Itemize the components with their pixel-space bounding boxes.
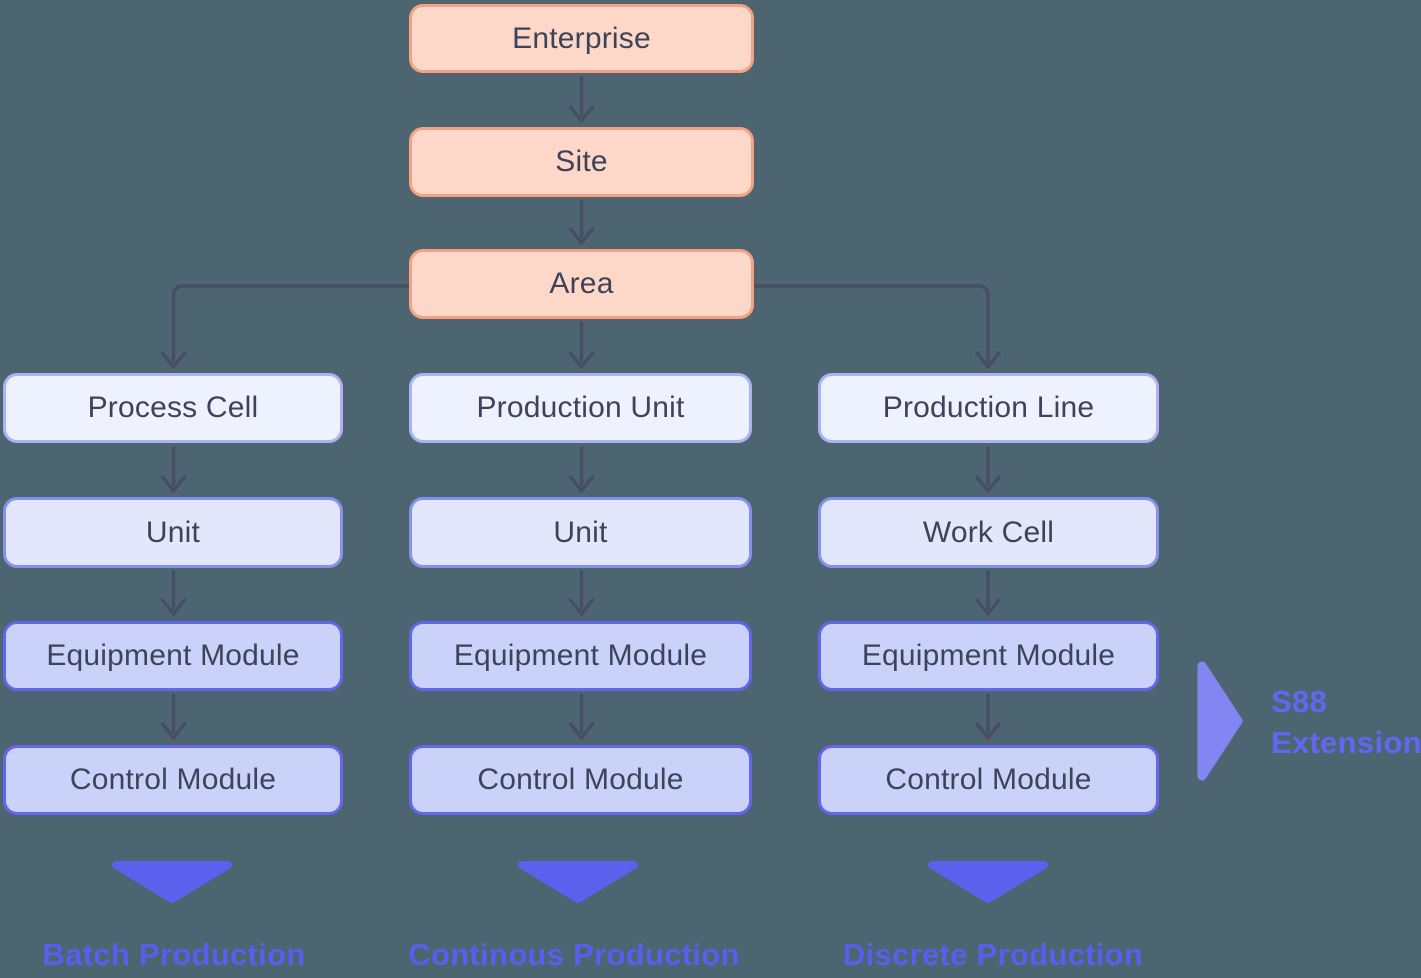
- down-triangle-discrete-icon: [928, 861, 1048, 903]
- arrowhead-work-cell-equipment-icon: [975, 598, 1001, 616]
- node-work-cell: Work Cell: [818, 497, 1159, 568]
- s88-extension-triangle-icon: [1197, 661, 1243, 781]
- footer-label-discrete-production: Discrete Production: [842, 937, 1144, 972]
- node-unit-batch: Unit: [3, 497, 343, 568]
- arrowhead-equipment-control-batch-icon: [160, 722, 187, 740]
- arrowhead-area-production-unit-icon: [568, 351, 595, 369]
- node-equipment-module-discrete: Equipment Module: [818, 621, 1159, 691]
- node-equipment-module-batch-label: Equipment Module: [46, 639, 300, 672]
- node-work-cell-label: Work Cell: [922, 515, 1055, 549]
- arrowhead-production-unit-unit-icon: [568, 475, 595, 493]
- node-enterprise-label: Enterprise: [512, 21, 651, 55]
- node-control-module-continuous: Control Module: [409, 745, 752, 815]
- node-control-module-continuous-label: Control Module: [477, 763, 684, 796]
- node-production-unit: Production Unit: [409, 373, 752, 443]
- node-process-cell: Process Cell: [3, 373, 343, 443]
- elbow-area-production-line: [752, 284, 990, 363]
- node-production-unit-label: Production Unit: [476, 391, 685, 424]
- node-production-line-label: Production Line: [882, 391, 1095, 424]
- s88-extension-label-line1: S88: [1271, 684, 1328, 719]
- node-equipment-module-discrete-label: Equipment Module: [861, 639, 1116, 672]
- node-production-line: Production Line: [818, 373, 1159, 443]
- arrowhead-unit-equipment-continuous-icon: [568, 598, 595, 616]
- node-area: Area: [409, 249, 754, 319]
- arrowhead-equipment-control-continuous-icon: [568, 722, 595, 740]
- node-site-label: Site: [555, 145, 608, 178]
- arrowhead-site-area-icon: [568, 227, 595, 245]
- node-site: Site: [409, 127, 754, 197]
- arrowhead-area-production-line-icon: [975, 351, 1001, 369]
- node-unit-continuous-label: Unit: [553, 515, 608, 549]
- arrowhead-equipment-control-discrete-icon: [975, 722, 1001, 740]
- node-unit-batch-label: Unit: [145, 515, 201, 549]
- arrowhead-unit-equipment-batch-icon: [160, 598, 187, 616]
- arrowhead-area-process-cell-icon: [160, 351, 187, 369]
- arrowhead-process-cell-unit-icon: [160, 475, 187, 493]
- node-process-cell-label: Process Cell: [87, 391, 259, 424]
- node-equipment-module-batch: Equipment Module: [3, 621, 343, 691]
- node-control-module-batch-label: Control Module: [69, 763, 277, 796]
- node-enterprise: Enterprise: [409, 4, 754, 73]
- s88-extension-label: S88 Extension: [1271, 681, 1421, 763]
- down-triangle-continuous-icon: [518, 861, 638, 903]
- node-unit-continuous: Unit: [409, 497, 752, 568]
- arrowhead-enterprise-site-icon: [568, 105, 595, 123]
- s88-extension-label-line2: Extension: [1271, 725, 1421, 760]
- arrowhead-production-line-work-cell-icon: [975, 475, 1001, 493]
- footer-label-batch-production: Batch Production: [42, 937, 306, 972]
- node-equipment-module-continuous-label: Equipment Module: [453, 639, 708, 672]
- elbow-area-process-cell: [171, 284, 411, 363]
- node-control-module-discrete: Control Module: [818, 745, 1159, 815]
- node-control-module-batch: Control Module: [3, 745, 343, 815]
- footer-label-continuous-production: Continous Production: [408, 937, 740, 972]
- down-triangle-batch-icon: [112, 861, 232, 903]
- node-area-label: Area: [549, 267, 614, 300]
- node-control-module-discrete-label: Control Module: [885, 763, 1092, 796]
- node-equipment-module-continuous: Equipment Module: [409, 621, 752, 691]
